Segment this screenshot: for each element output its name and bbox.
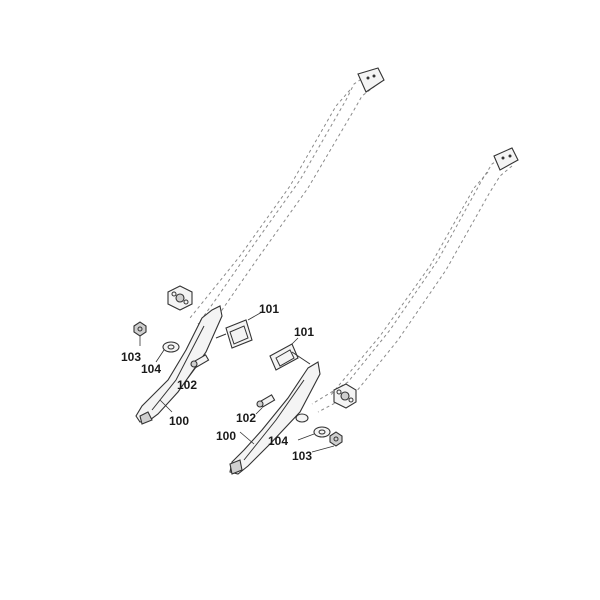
label-102-right: 102: [236, 411, 256, 425]
right-bracket-hole: [501, 156, 505, 160]
leader-104-left: [155, 349, 165, 363]
left-bolt-part-102: [190, 354, 210, 368]
label-100-left: 100: [169, 414, 189, 428]
label-102-left: 102: [177, 378, 197, 392]
right-bracket-hole: [508, 154, 512, 158]
left-bracket-hole: [366, 76, 370, 80]
leader-100-right: [239, 431, 255, 445]
right-top-bracket: [493, 147, 519, 171]
label-100-right: 100: [216, 429, 236, 443]
right-nut-part-103: [329, 431, 343, 447]
left-handle-tube-outline: [197, 75, 376, 333]
right-handle-tube-outline: [311, 155, 513, 413]
left-clip-part-101: [215, 319, 253, 349]
left-assembly: [133, 67, 385, 425]
leader-101-right: [291, 337, 299, 345]
left-nut-part-103: [133, 321, 147, 337]
right-washer-part-104: [313, 426, 331, 438]
right-lever-part-100: [229, 361, 321, 475]
leader-100-left: [159, 399, 173, 413]
right-bolt-part-102: [256, 394, 276, 408]
right-handle-tube-inner: [329, 171, 489, 397]
leader-104-right: [297, 433, 315, 441]
right-clip-part-101: [269, 343, 311, 371]
left-handle-tube-inner: [189, 89, 351, 319]
left-knob: [167, 285, 193, 311]
label-103-right: 103: [292, 449, 312, 463]
label-104-left: 104: [141, 362, 161, 376]
label-101-left: 101: [259, 302, 279, 316]
leader-103-right: [311, 445, 335, 453]
label-103-left: 103: [121, 350, 141, 364]
left-top-bracket: [357, 67, 385, 93]
right-assembly: [229, 147, 519, 475]
label-101-right: 101: [294, 325, 314, 339]
leader-102-left: [187, 365, 198, 379]
leader-101-left: [247, 311, 263, 321]
left-washer-part-104: [162, 341, 180, 353]
leader-102-right: [255, 407, 263, 415]
left-bracket-hole: [372, 74, 376, 78]
right-knob: [333, 383, 357, 409]
label-104-right: 104: [268, 434, 288, 448]
